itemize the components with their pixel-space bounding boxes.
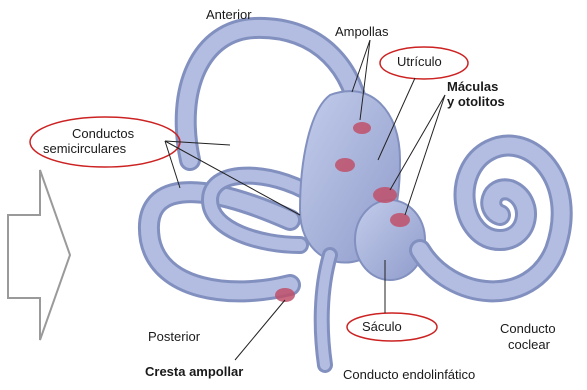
label-conducto-coclear-line2: coclear: [508, 338, 550, 352]
label-ampollas: Ampollas: [335, 25, 388, 39]
label-cresta-ampollar: Cresta ampollar: [145, 365, 243, 379]
label-anterior: Anterior: [206, 8, 252, 22]
label-saculo: Sáculo: [362, 320, 402, 334]
label-conductos-line2: semicirculares: [43, 142, 126, 156]
label-maculas-line1: Máculas: [447, 80, 498, 94]
label-utriculo: Utrículo: [397, 55, 442, 69]
label-conducto-coclear-line1: Conducto: [500, 322, 556, 336]
right-arrow-icon: [8, 170, 70, 340]
cochlea: [420, 146, 562, 292]
label-conductos-line1: Conductos: [72, 127, 134, 141]
saccule: [355, 200, 425, 280]
label-conducto-endolinfatico: Conducto endolinfático: [343, 368, 475, 382]
label-posterior: Posterior: [148, 330, 200, 344]
label-maculas-line2: y otolitos: [447, 95, 505, 109]
